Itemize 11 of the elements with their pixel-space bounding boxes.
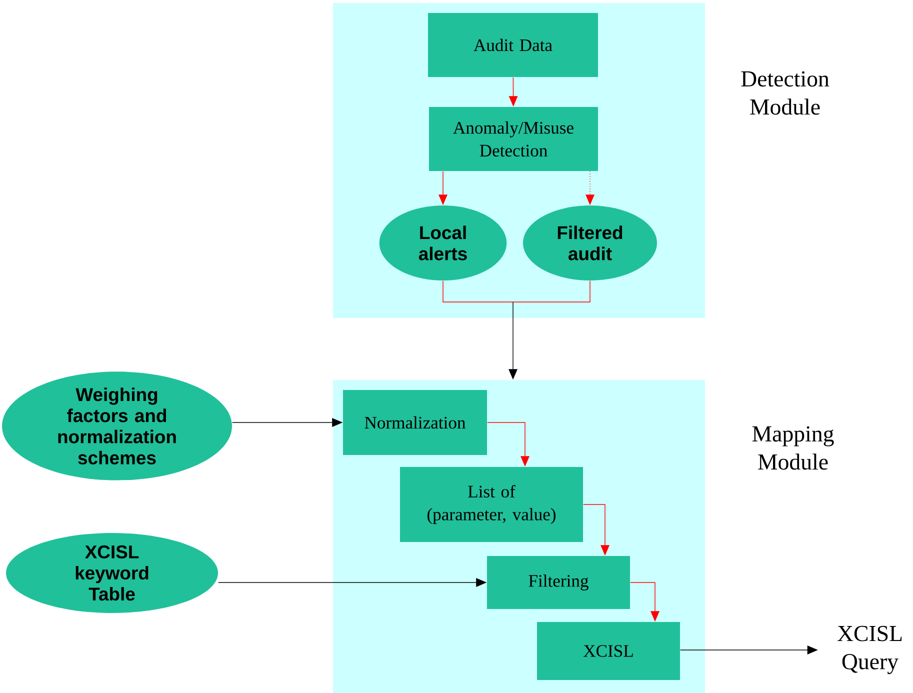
process-box: List of (parameter, value) xyxy=(400,467,583,542)
process-box: Filtering xyxy=(487,556,630,609)
connector-line xyxy=(512,280,590,302)
process-box: Audit Data xyxy=(428,13,598,77)
process-box: XCISL xyxy=(537,622,680,680)
process-box: Anomaly/Misuse Detection xyxy=(429,107,598,171)
module-heading: Mapping Module xyxy=(752,426,834,470)
module-heading: Detection Module xyxy=(741,71,830,115)
process-box: Normalization xyxy=(343,390,487,455)
output-text: XCISL Query xyxy=(838,626,902,674)
connector-line xyxy=(442,280,514,302)
